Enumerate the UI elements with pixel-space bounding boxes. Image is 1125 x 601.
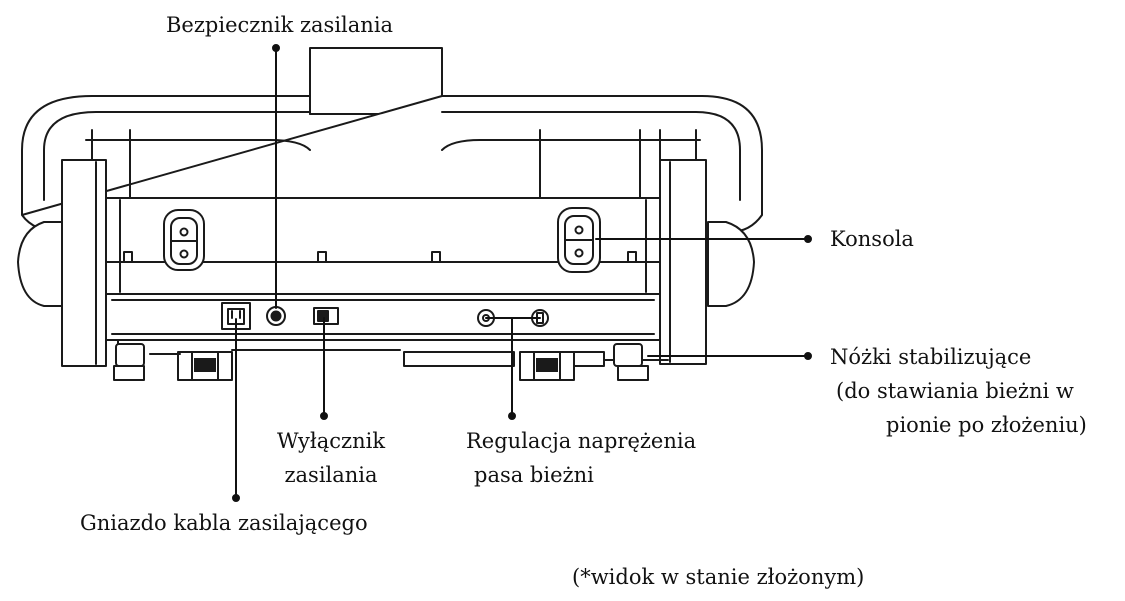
leader-lines — [232, 44, 812, 502]
power-switch — [313, 307, 339, 325]
label-feet-line3: pionie po złożeniu) — [886, 413, 1087, 437]
label-feet-line2: (do stawiania bieżni w — [836, 379, 1074, 403]
label-switch-line2: zasilania — [284, 463, 378, 487]
side-rollers — [17, 221, 755, 307]
folded-view-note: (*widok w stanie złożonym) — [572, 565, 865, 589]
label-console: Konsola — [830, 227, 914, 251]
label-tension-line1: Regulacja naprężenia — [466, 429, 697, 453]
power-fuse — [266, 306, 286, 326]
power-socket — [221, 302, 251, 330]
folding-latch-right — [557, 207, 601, 273]
label-fuse: Bezpiecznik zasilania — [166, 13, 394, 37]
lower-panel — [105, 293, 661, 341]
label-socket: Gniazdo kabla zasilającego — [80, 511, 368, 535]
label-feet-line1: Nóżki stabilizujące — [830, 345, 1032, 369]
stabilizer-feet — [113, 339, 669, 381]
label-switch-line1: Wyłącznik — [276, 429, 386, 453]
side-uprights — [61, 159, 707, 367]
folding-latch-left — [163, 209, 205, 271]
label-tension-line2: pasa bieżni — [474, 463, 594, 487]
